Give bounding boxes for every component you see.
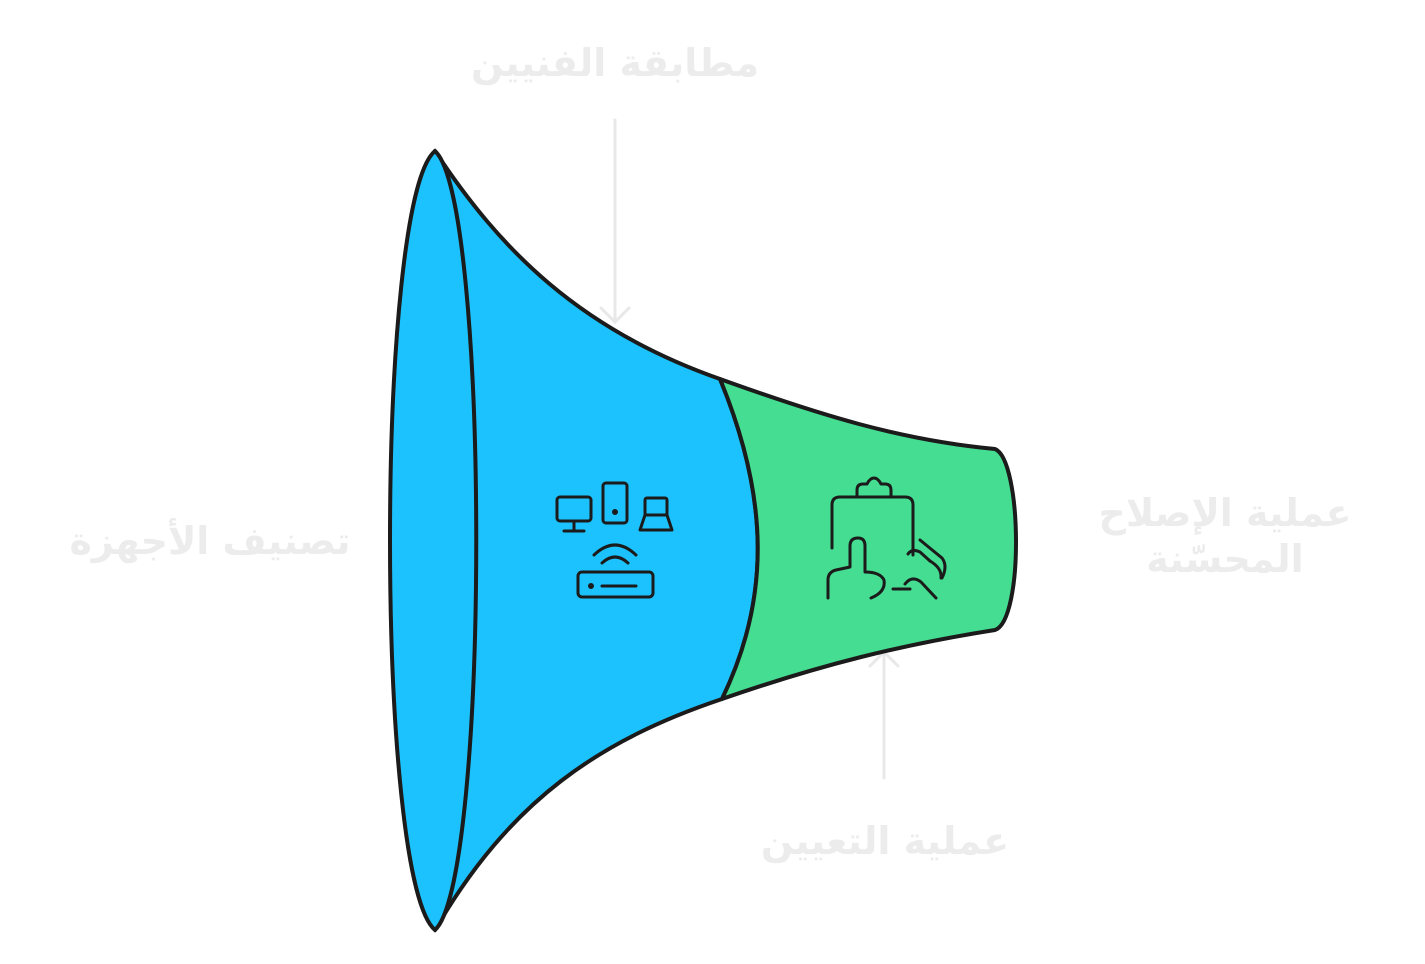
clipboard-hand-icon: [826, 476, 947, 600]
funnel-stage-1-segment: [433, 149, 760, 932]
output-label: عملية الإصلاح المحسّنة: [1065, 490, 1385, 582]
stage-1-label: مطابقة الفنيين: [470, 41, 760, 85]
stage-2-label: عملية التعيين: [760, 819, 1010, 863]
input-label: تصنيف الأجهزة: [69, 519, 351, 563]
funnel-mouth-rim: [388, 148, 479, 933]
stage-1-connector-arrow: [599, 118, 631, 325]
stage-2-connector-arrow: [868, 649, 900, 780]
devices-router-icon: [555, 481, 674, 599]
output-label-line-2: المحسّنة: [1146, 537, 1304, 581]
output-label-line-1: عملية الإصلاح: [1098, 491, 1352, 535]
funnel-stage-2-segment: [718, 377, 1018, 701]
